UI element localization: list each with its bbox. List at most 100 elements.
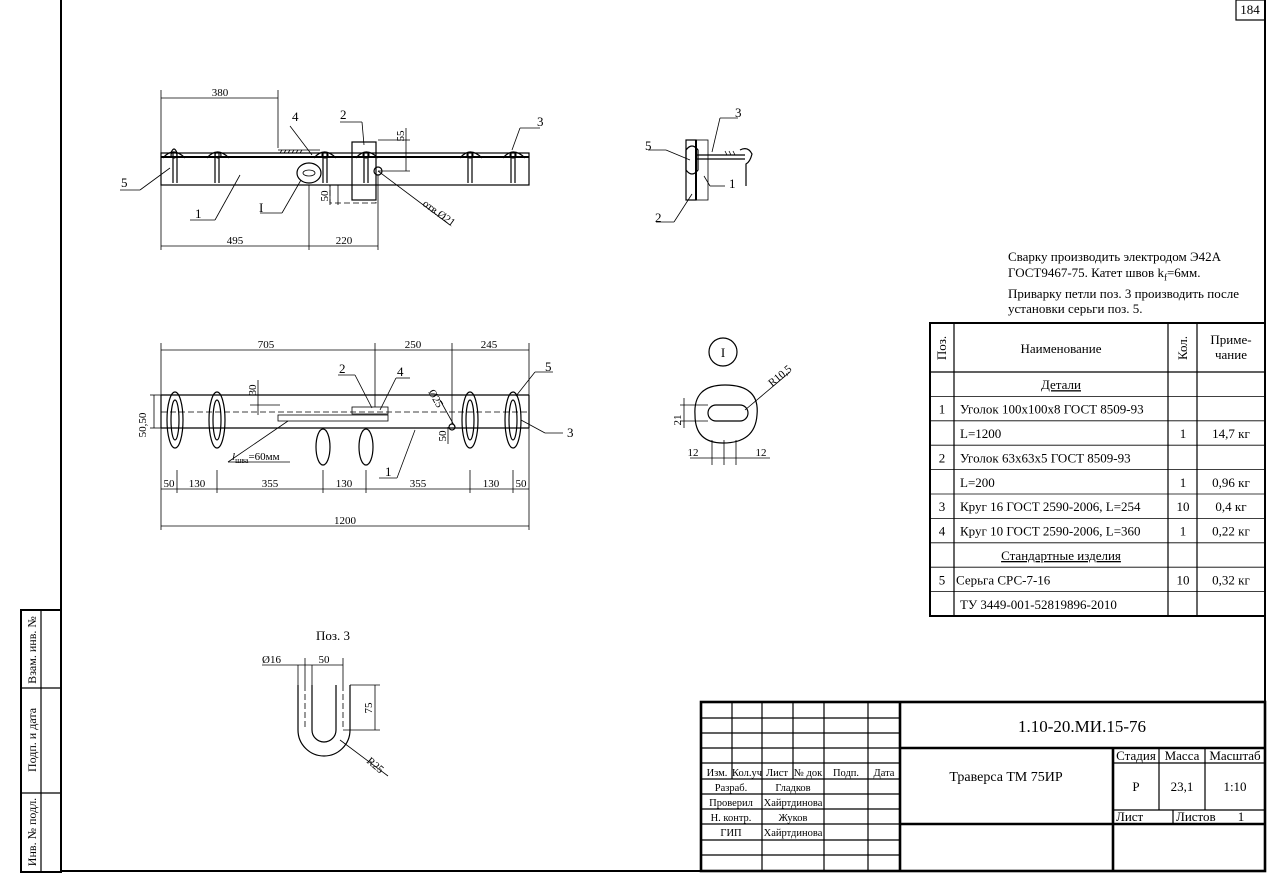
tb-code: 1.10-20.МИ.15-76 [1018, 717, 1146, 736]
tb-role: Н. контр. [711, 813, 752, 824]
plan-view: 705 250 245 30 Ø25 50 50,50 1200 50 130 … [137, 339, 574, 530]
detail-dim-21: 21 [672, 415, 684, 426]
tb-header-kol: Кол.уч [732, 768, 763, 779]
spec-row-qty: 10 [1177, 499, 1190, 514]
tb-sheet-label: Лист [1116, 809, 1144, 824]
tb-header-data: Дата [874, 768, 895, 779]
tb-sheets-label: Листов [1176, 809, 1216, 824]
plan-dim-355b: 355 [410, 478, 427, 490]
plan-dim-5050: 50,50 [137, 412, 149, 437]
title-block: Изм. Кол.уч Лист № док Подп. Дата Разраб… [699, 700, 1267, 873]
front-label-3: 3 [537, 114, 544, 129]
spec-header-note-2: чание [1215, 347, 1247, 362]
spec-row-note: 0,4 кг [1215, 499, 1246, 514]
front-dim-hole: отв.Ø21 [420, 198, 457, 229]
pos3-dim-w: 50 [319, 654, 331, 666]
tb-header-izm: Изм. [707, 768, 728, 779]
note-line-4: установки серьги поз. 5. [1008, 301, 1143, 317]
pos3-dim-h: 75 [363, 702, 375, 714]
front-dim-495: 495 [227, 235, 244, 247]
spec-row-name: ТУ 3449-001-52819896-2010 [960, 597, 1117, 612]
sheet-number: 184 [1240, 2, 1260, 17]
tb-person: Жуков [779, 813, 808, 824]
side-label-2: 2 [655, 210, 662, 225]
pos3-title: Поз. 3 [316, 628, 350, 643]
tb-title: Траверса ТМ 75ИР [949, 770, 1062, 785]
plan-dim-355a: 355 [262, 478, 279, 490]
plan-label-3: 3 [567, 425, 574, 440]
spec-header-name: Наименование [1021, 341, 1102, 356]
tb-sheets: 1 [1238, 809, 1245, 824]
pos3-dim-dia: Ø16 [262, 654, 281, 666]
front-label-1: 1 [195, 206, 202, 221]
side-strip-interchange: Взам. инв. № [25, 616, 39, 684]
plan-label-1: 1 [385, 464, 392, 479]
note-line-2: ГОСТ9467-75. Катет швов kf=6мм. [1008, 264, 1201, 283]
side-view: 5 3 1 2 [645, 105, 753, 225]
note-subscript: f [1163, 272, 1167, 283]
tb-header-ndok: № док [794, 768, 823, 779]
front-dim-380: 380 [212, 87, 229, 99]
spec-section-heading: Детали [1041, 377, 1081, 392]
plan-dim-250: 250 [405, 339, 422, 351]
drawing-frame: 184 [60, 0, 1266, 872]
tb-header-podp: Подп. [833, 768, 859, 779]
spec-table: Поз. Наименование Кол. Приме- чание Дета… [929, 322, 1266, 617]
spec-row-name: L=200 [960, 475, 995, 490]
note-line-1: Сварку производить электродом Э42А [1008, 249, 1221, 264]
spec-row-name: Уголок 100x100x8 ГОСТ 8509-93 [960, 402, 1144, 417]
plan-dim-50a: 50 [164, 478, 176, 490]
plan-weld-length: lшва=60мм [232, 451, 280, 465]
spec-row-note: 0,22 кг [1212, 524, 1250, 539]
side-label-3: 3 [735, 105, 742, 120]
front-label-detail: I [259, 200, 263, 215]
tb-role: ГИП [720, 828, 742, 839]
plan-label-4: 4 [397, 364, 404, 379]
spec-row-qty: 1 [1180, 475, 1187, 490]
plan-label-5: 5 [545, 359, 552, 374]
plan-dim-50b: 50 [516, 478, 528, 490]
tb-mass-label: Масса [1165, 748, 1200, 763]
plan-dim-130a: 130 [189, 478, 206, 490]
front-shackles [162, 148, 526, 183]
front-dim-220: 220 [336, 235, 353, 247]
front-label-5: 5 [121, 175, 128, 190]
plan-dim-130c: 130 [483, 478, 500, 490]
plan-dim-705: 705 [258, 339, 275, 351]
tb-person: Хайртдинова [764, 828, 823, 839]
spec-row-note: 0,32 кг [1212, 572, 1250, 587]
tb-person: Хайртдинова [764, 798, 823, 809]
detail-title: I [721, 345, 725, 360]
spec-section-heading: Стандартные изделия [1001, 548, 1121, 563]
spec-row-pos: 3 [939, 499, 946, 514]
detail-dim-12b: 12 [756, 447, 767, 459]
detail-view: I 21 12 12 R10,5 [672, 337, 795, 465]
tb-stage: Р [1132, 779, 1139, 794]
front-dim-55: 55 [395, 130, 407, 142]
spec-row-name: Круг 10 ГОСТ 2590-2006, L=360 [960, 524, 1141, 539]
spec-row-note: 14,7 кг [1212, 426, 1250, 441]
plan-dim-1200: 1200 [334, 515, 357, 527]
technical-notes: Сварку производить электродом Э42А ГОСТ9… [1008, 249, 1268, 317]
front-label-2: 2 [340, 107, 347, 122]
spec-row-pos: 2 [939, 450, 946, 465]
plan-dim-30: 30 [247, 384, 259, 396]
side-strip-signature: Подп. и дата [25, 707, 39, 772]
plan-dim-d25: Ø25 [425, 388, 445, 411]
spec-header-pos: Поз. [934, 336, 949, 360]
spec-row-qty: 1 [1180, 426, 1187, 441]
spec-row-qty: 10 [1177, 572, 1190, 587]
spec-row-name: Уголок 63x63x5 ГОСТ 8509-93 [960, 450, 1131, 465]
spec-row-name: Серьга СРС-7-16 [956, 572, 1051, 587]
spec-header-note-1: Приме- [1210, 332, 1251, 347]
plan-label-2: 2 [339, 361, 346, 376]
tb-person: Гладков [775, 783, 810, 794]
tb-role: Проверил [709, 798, 753, 809]
spec-row-note: 0,96 кг [1212, 475, 1250, 490]
spec-row-qty: 1 [1180, 524, 1187, 539]
spec-row-name: Круг 16 ГОСТ 2590-2006, L=254 [960, 499, 1141, 514]
spec-row-pos: 4 [939, 524, 946, 539]
side-strip: Взам. инв. № Подп. и дата Инв. № подл. [20, 609, 62, 873]
tb-scale-label: Масштаб [1209, 748, 1261, 763]
